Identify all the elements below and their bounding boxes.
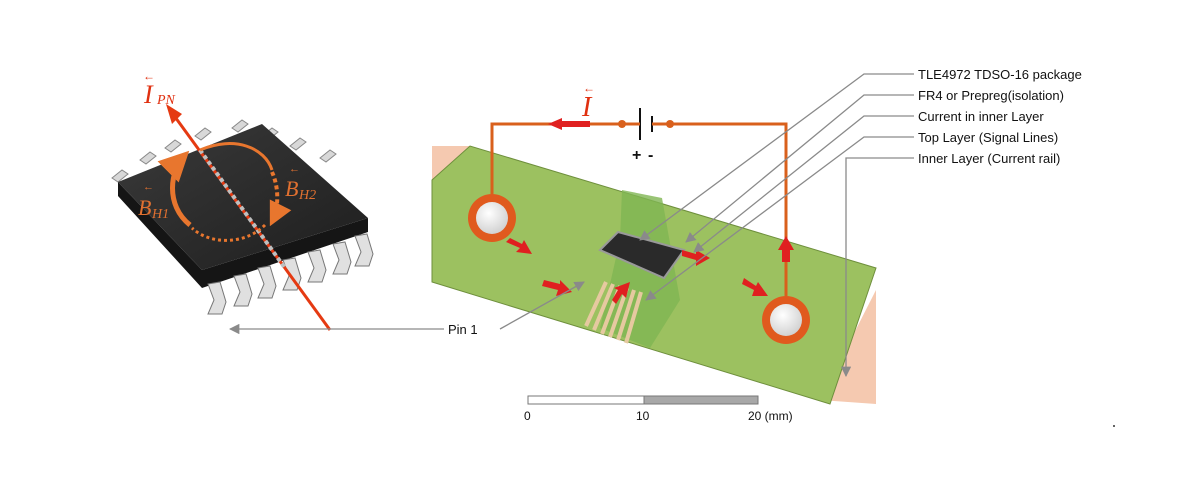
field-loop-top xyxy=(199,142,274,171)
legend-label-package: TLE4972 TDSO-16 package xyxy=(918,67,1082,82)
field1-vector-mark: ← xyxy=(143,181,154,193)
field1-subscript: H1 xyxy=(151,207,169,222)
leader-inner-layer xyxy=(840,157,914,378)
board-sensor-chip xyxy=(598,230,686,280)
leader-fr4 xyxy=(685,94,914,243)
arrow-up-right-wire xyxy=(778,236,794,262)
scale-tick-10: 10 xyxy=(636,409,650,423)
legend-label-inner-layer: Inner Layer (Current rail) xyxy=(918,151,1060,166)
chip-current-subscript: PN xyxy=(156,93,176,108)
field-loop-h1 xyxy=(157,150,192,227)
leader-top-layer xyxy=(645,136,914,301)
arrow-to-right-pad xyxy=(742,278,768,296)
leader-current-inner xyxy=(693,115,914,253)
arrow-right-of-chip xyxy=(682,250,710,266)
arrow-from-left-pad xyxy=(506,238,532,254)
legend-label-current-inner: Current in inner Layer xyxy=(918,109,1044,124)
leader-package xyxy=(639,73,914,241)
circuit-wire xyxy=(490,122,640,194)
chip-current-vector-mark: ← xyxy=(143,69,155,83)
arrow-under-chip xyxy=(612,282,630,304)
field2-symbol: B xyxy=(285,176,298,201)
chip-body-side xyxy=(118,182,368,288)
chip-front-pins xyxy=(207,233,374,315)
chip-current-arrowhead xyxy=(166,104,182,124)
wire-current-arrow xyxy=(548,118,590,130)
legend-label-top-layer: Top Layer (Signal Lines) xyxy=(918,130,1058,145)
pcb-board: + - ← I xyxy=(431,81,877,405)
scale-tick-20: 20 (mm) xyxy=(748,409,793,423)
legend-leaders xyxy=(228,73,914,378)
field2-subscript: H2 xyxy=(298,188,316,203)
legend-label-fr4: FR4 or Prepreg(isolation) xyxy=(918,88,1064,103)
scale-segment-white xyxy=(527,395,645,405)
battery-plus-sign: + xyxy=(632,147,641,164)
chip-current-dashes xyxy=(198,148,287,270)
legend: TLE4972 TDSO-16 package FR4 or Prepreg(i… xyxy=(448,67,1082,337)
circuit-current-symbol: I xyxy=(581,92,593,123)
battery-minus-sign: - xyxy=(648,147,653,164)
pad-right xyxy=(762,296,810,344)
scale-segment-gray xyxy=(643,395,759,405)
leader-pin1-right xyxy=(499,281,585,330)
scale-bar: 0 10 20 (mm) xyxy=(524,395,793,423)
stray-dot xyxy=(1113,425,1115,427)
board-current-arrows xyxy=(506,236,794,304)
scale-tick-0: 0 xyxy=(524,409,531,423)
pad-left xyxy=(468,194,516,242)
arrow-mid-left xyxy=(542,280,572,296)
field2-vector-mark: ← xyxy=(289,163,300,175)
pin1-label: Pin 1 xyxy=(448,322,478,337)
chip-3d-view: ← I PN ← B H1 ← B H2 xyxy=(111,69,374,331)
chip-current-symbol: I xyxy=(143,80,154,109)
field1-symbol: B xyxy=(138,195,151,220)
field-loop-bottom xyxy=(190,223,267,242)
circuit-vector-mark: ← xyxy=(583,81,595,95)
